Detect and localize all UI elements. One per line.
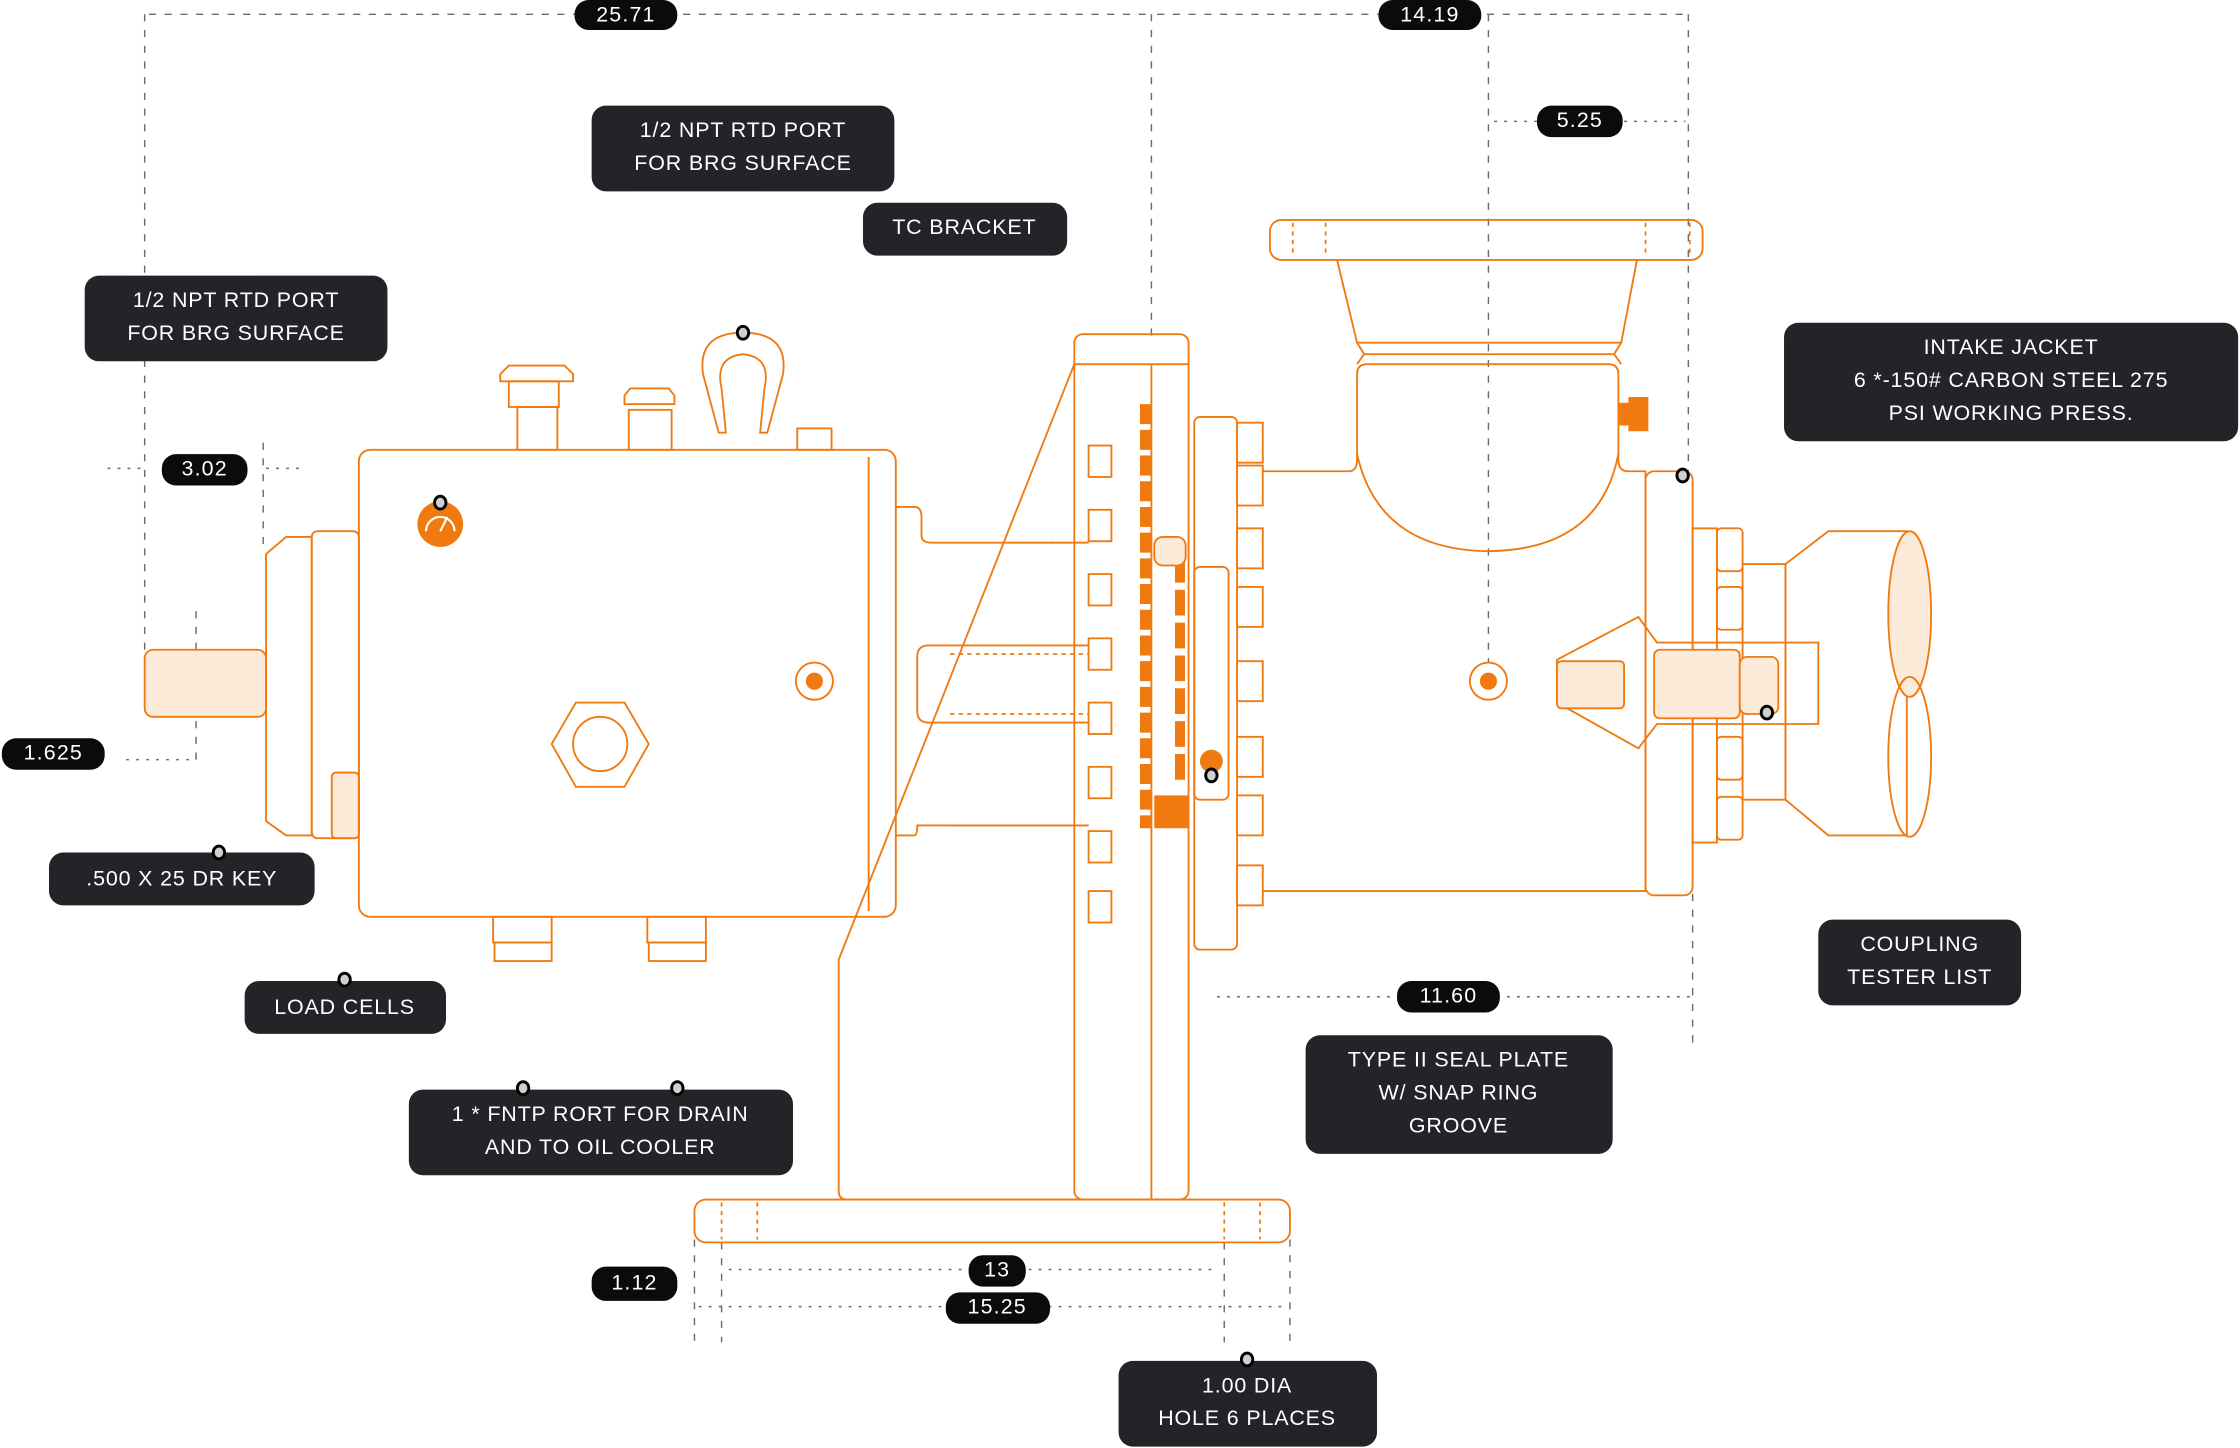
gauge-icon <box>417 501 464 547</box>
seal-plate-teeth <box>1087 444 1113 924</box>
svg-text:AND TO OIL COOLER: AND TO OIL COOLER <box>485 1135 716 1159</box>
svg-text:1.12: 1.12 <box>611 1270 657 1294</box>
svg-text:1.00 DIA: 1.00 DIA <box>1202 1373 1292 1397</box>
label-load-cells: LOAD CELLS <box>244 981 446 1034</box>
svg-text:TYPE II SEAL PLATE: TYPE II SEAL PLATE <box>1348 1048 1569 1072</box>
svg-text:COUPLING: COUPLING <box>1860 932 1979 956</box>
label-coupling: COUPLING TESTER LIST <box>1818 919 2022 1006</box>
label-seal-plate: TYPE II SEAL PLATE W/ SNAP RING GROOVE <box>1305 1035 1613 1154</box>
svg-text:13: 13 <box>984 1258 1010 1282</box>
bearing-frame <box>143 331 897 962</box>
label-key: .500 X 25 DR KEY <box>48 852 315 906</box>
svg-text:25.71: 25.71 <box>596 2 655 26</box>
pump-casing <box>1193 218 1704 951</box>
dimension-flange-offset: 3.02 <box>161 454 248 486</box>
callout-markers <box>211 324 1775 1368</box>
dimension-hole-spacing: 13 <box>968 1255 1026 1287</box>
svg-text:11.60: 11.60 <box>1420 983 1478 1007</box>
svg-text:14.19: 14.19 <box>1400 2 1459 26</box>
svg-text:TC BRACKET: TC BRACKET <box>892 215 1036 239</box>
intake-flange <box>1269 218 1704 261</box>
dimension-base-thickness: 1.12 <box>591 1266 678 1301</box>
svg-text:PSI WORKING PRESS.: PSI WORKING PRESS. <box>1889 401 2134 425</box>
svg-text:.500 X 25 DR KEY: .500 X 25 DR KEY <box>86 866 277 890</box>
svg-text:TESTER LIST: TESTER LIST <box>1847 965 1992 989</box>
dimension-discharge-offset: 11.60 <box>1397 981 1500 1013</box>
svg-text:W/ SNAP RING: W/ SNAP RING <box>1379 1081 1539 1105</box>
svg-text:1/2 NPT RTD PORT: 1/2 NPT RTD PORT <box>133 288 339 312</box>
svg-text:5.25: 5.25 <box>1557 108 1603 132</box>
dimension-casing-length: 14.19 <box>1378 0 1482 30</box>
eyebolt <box>701 331 785 434</box>
svg-text:1/2 NPT RTD PORT: 1/2 NPT RTD PORT <box>640 118 846 142</box>
svg-text:FOR BRG SURFACE: FOR BRG SURFACE <box>127 321 344 345</box>
svg-text:FOR BRG SURFACE: FOR BRG SURFACE <box>634 151 851 175</box>
hex-plug <box>550 701 650 788</box>
label-drain-port: 1 * FNTP RORT FOR DRAIN AND TO OIL COOLE… <box>408 1089 793 1176</box>
label-rtd-port-left: 1/2 NPT RTD PORT FOR BRG SURFACE <box>84 275 388 362</box>
coupling-assembly <box>1556 470 1933 897</box>
svg-text:15.25: 15.25 <box>968 1295 1027 1319</box>
label-tc-bracket: TC BRACKET <box>862 202 1068 256</box>
label-rtd-port-top: 1/2 NPT RTD PORT FOR BRG SURFACE <box>591 105 895 192</box>
svg-text:6 *-150# CARBON STEEL 275: 6 *-150# CARBON STEEL 275 <box>1854 368 2169 392</box>
svg-text:INTAKE JACKET: INTAKE JACKET <box>1924 335 2099 359</box>
bracket <box>693 333 1291 1244</box>
svg-text:LOAD CELLS: LOAD CELLS <box>274 995 415 1019</box>
dimension-shaft-diameter: 1.625 <box>1 738 105 770</box>
dimension-base-length: 15.25 <box>945 1292 1051 1324</box>
dimension-intake-offset: 5.25 <box>1536 105 1623 138</box>
svg-text:HOLE 6 PLACES: HOLE 6 PLACES <box>1158 1406 1336 1430</box>
svg-text:1.625: 1.625 <box>24 741 83 765</box>
svg-text:1 * FNTP RORT FOR DRAIN: 1 * FNTP RORT FOR DRAIN <box>452 1102 749 1126</box>
label-intake-jacket: INTAKE JACKET 6 *-150# CARBON STEEL 275 … <box>1784 322 2239 442</box>
svg-text:GROOVE: GROOVE <box>1409 1113 1508 1137</box>
label-holes: 1.00 DIA HOLE 6 PLACES <box>1118 1360 1378 1447</box>
dimension-overall-length: 25.71 <box>574 0 678 30</box>
svg-text:3.02: 3.02 <box>182 456 228 480</box>
shaft <box>143 648 267 718</box>
